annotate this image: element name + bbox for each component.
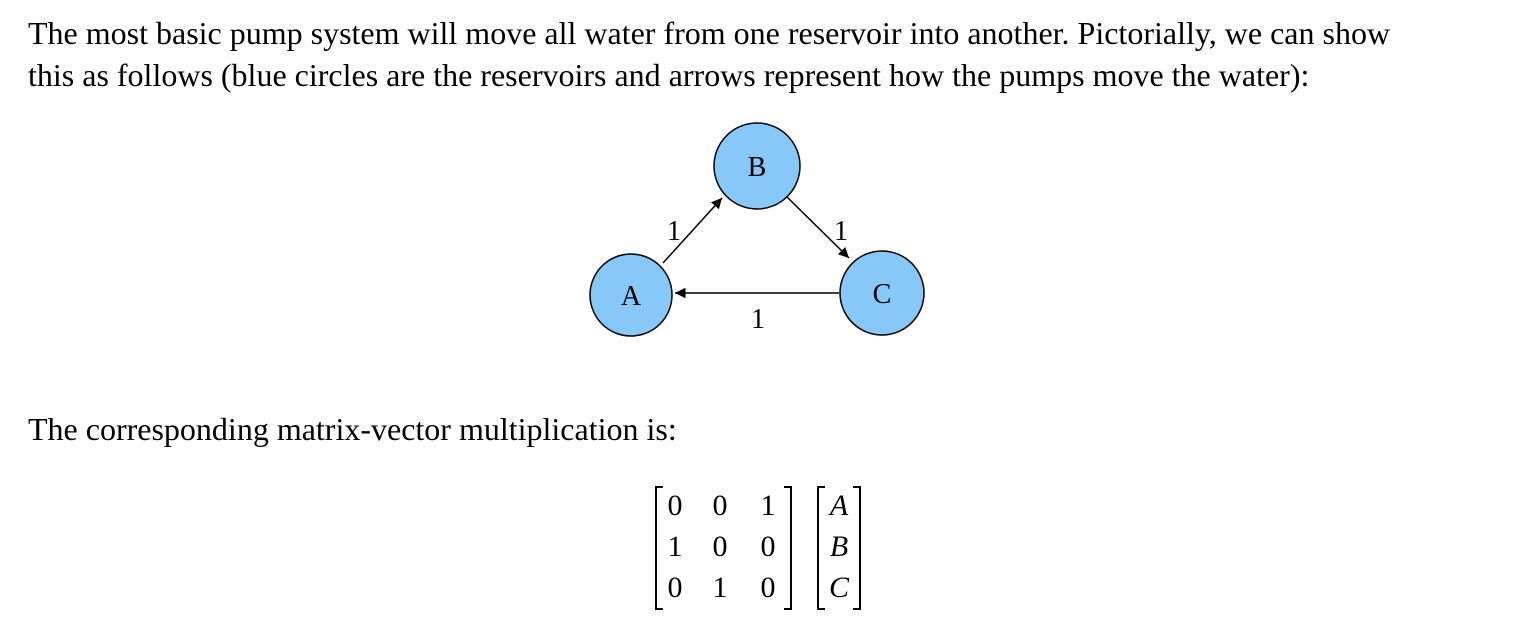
- matrix-intro-text: The corresponding matrix-vector multipli…: [28, 411, 677, 447]
- matrix-cell-r2-c2: 0: [712, 530, 728, 563]
- edge-label-c-a: 1: [751, 304, 765, 335]
- reservoir-a-label: A: [621, 281, 642, 312]
- vector-entry-b: B: [829, 530, 849, 563]
- matrix-cell-r3-c2: 1: [712, 571, 728, 604]
- vector-left-bracket: [817, 486, 825, 610]
- matrix-cell-r3-c1: 0: [667, 571, 683, 604]
- vector-entry-a: A: [829, 489, 849, 522]
- matrix-cell-r1-c3: 1: [760, 489, 776, 522]
- edge-a-to-b: [662, 197, 723, 264]
- edge-label-a-b: 1: [667, 216, 681, 247]
- edge-b-to-c: [786, 196, 850, 259]
- intro-line-1: The most basic pump system will move all…: [28, 15, 1391, 51]
- reservoir-b: [713, 122, 801, 210]
- edge-label-b-c: 1: [834, 216, 848, 247]
- intro-paragraph: The most basic pump system will move all…: [28, 12, 1390, 96]
- matrix-left-bracket: [655, 486, 663, 610]
- vector-entry-c: C: [828, 571, 849, 604]
- vector-right-bracket: [853, 486, 861, 610]
- matrix-cell-r2-c3: 0: [760, 530, 776, 563]
- matrix-cell-r2-c1: 1: [667, 530, 683, 563]
- matrix-cell-r1-c1: 0: [667, 489, 683, 522]
- pump-diagram: 1 1 1 A B C: [589, 122, 925, 337]
- reservoir-b-label: B: [748, 152, 767, 183]
- matrix-cell-r1-c2: 0: [712, 489, 728, 522]
- reservoir-c-label: C: [873, 279, 892, 310]
- matrix-right-bracket: [784, 486, 792, 610]
- reservoir-a: [589, 253, 673, 337]
- matrix-cell-r3-c3: 0: [760, 571, 776, 604]
- intro-line-2: this as follows (blue circles are the re…: [28, 57, 1310, 93]
- reservoir-c: [839, 250, 925, 336]
